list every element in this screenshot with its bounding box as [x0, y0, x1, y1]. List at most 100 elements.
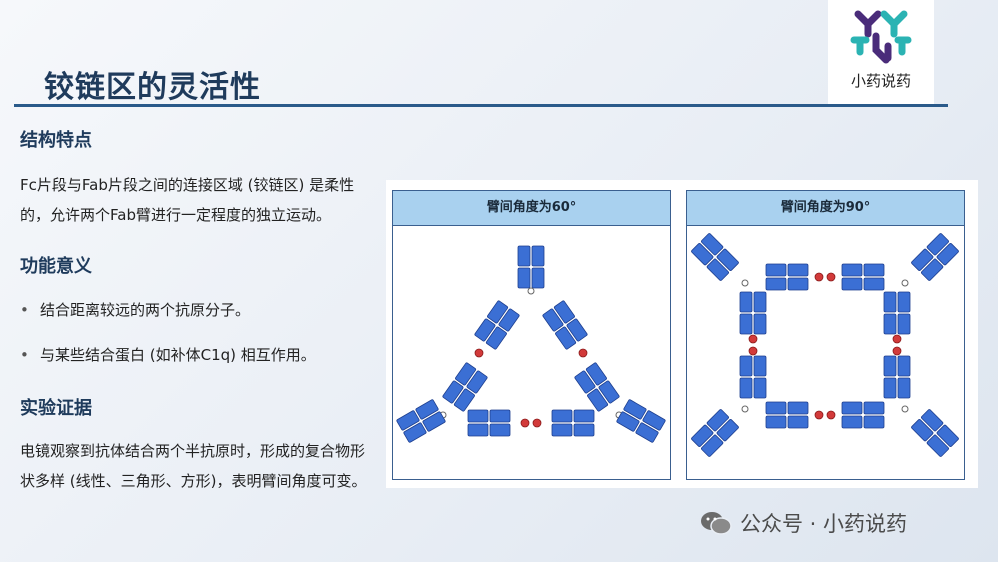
ig-domain — [787, 277, 809, 291]
fab-arm — [765, 263, 809, 291]
ig-domain — [765, 263, 787, 277]
list-item: •与某些结合蛋白 (如补体C1q) 相互作用。 — [20, 346, 316, 364]
hinge — [527, 287, 535, 295]
hinge — [741, 405, 749, 413]
logo-icon — [850, 10, 912, 64]
ig-domain — [787, 401, 809, 415]
fab-arm — [691, 409, 739, 457]
hapten-dot — [578, 348, 588, 358]
fab-arm — [765, 401, 809, 429]
watermark: 公众号 · 小药说药 — [700, 508, 907, 538]
ig-domain — [403, 422, 427, 443]
ig-domain — [897, 355, 911, 377]
ig-domain — [841, 277, 863, 291]
ig-domain — [739, 377, 753, 399]
ig-domain — [897, 291, 911, 313]
ig-domain — [841, 401, 863, 415]
ig-domain — [701, 434, 724, 457]
fab-arm — [467, 409, 511, 437]
ig-domain — [926, 233, 949, 256]
ig-domain — [716, 248, 739, 271]
ig-domain — [936, 424, 959, 447]
ig-domain — [517, 245, 531, 267]
bullet-text: 结合距离较远的两个抗原分子。 — [40, 301, 251, 319]
ig-domain — [573, 409, 595, 423]
fab-arm — [396, 399, 446, 443]
ig-domain — [739, 291, 753, 313]
ig-domain — [485, 326, 507, 350]
hapten-dot — [826, 272, 836, 282]
hinge — [901, 405, 909, 413]
ig-domain — [753, 377, 767, 399]
ig-domain — [587, 388, 609, 412]
ig-domain — [467, 409, 489, 423]
hapten-dot — [826, 410, 836, 420]
panel-90-degree: 臂间角度为90° — [686, 190, 965, 480]
hapten-dot — [814, 410, 824, 420]
bullet-text: 与某些结合蛋白 (如补体C1q) 相互作用。 — [40, 346, 316, 364]
fab-arm — [739, 355, 767, 399]
ig-domain — [841, 415, 863, 429]
hapten-dot — [532, 418, 542, 428]
ig-domain — [442, 380, 464, 404]
ig-domain — [598, 380, 620, 404]
watermark-text: 公众号 · 小药说药 — [740, 512, 908, 536]
fab-arm — [739, 291, 767, 335]
ig-domain — [765, 415, 787, 429]
ig-domain — [489, 423, 511, 437]
wechat-icon — [701, 512, 732, 535]
ig-domain — [753, 313, 767, 335]
fab-arm — [883, 291, 911, 335]
ig-domain — [474, 318, 496, 342]
fab-arm — [911, 409, 959, 457]
hapten-dot — [474, 348, 484, 358]
ig-domain — [585, 362, 607, 386]
ig-domain — [616, 411, 640, 432]
ig-domain — [706, 409, 729, 432]
ig-domain — [921, 409, 944, 432]
ig-domain — [739, 355, 753, 377]
ig-domain — [396, 410, 420, 431]
fab-arm — [616, 399, 666, 443]
ig-domain — [863, 263, 885, 277]
section-heading-function: 功能意义 — [20, 256, 92, 277]
panel-header: 臂间角度为60° — [393, 191, 670, 226]
hinge — [741, 279, 749, 287]
ig-domain — [863, 415, 885, 429]
ig-domain — [787, 415, 809, 429]
ig-domain — [573, 423, 595, 437]
ig-domain — [531, 267, 545, 289]
fab-arm — [574, 362, 620, 412]
ig-domain — [531, 245, 545, 267]
ig-domain — [863, 401, 885, 415]
ig-domain — [921, 258, 944, 281]
fab-arm — [551, 409, 595, 437]
evidence-text: 电镜观察到抗体结合两个半抗原时，形成的复合物形状多样 (线性、三角形、方形)，表… — [20, 442, 367, 490]
antibody-figure: 臂间角度为60° 臂间角度为90° — [386, 180, 978, 488]
logo-text: 小药说药 — [850, 72, 911, 90]
section-heading-structure: 结构特点 — [20, 130, 92, 151]
ig-domain — [422, 411, 446, 432]
ig-domain — [455, 362, 477, 386]
ig-domain — [926, 434, 949, 457]
fab-arm — [911, 233, 959, 281]
ig-domain — [739, 313, 753, 335]
ig-domain — [489, 409, 511, 423]
ig-domain — [553, 300, 575, 324]
ig-domain — [453, 388, 475, 412]
logo: 小药说药 — [828, 0, 934, 104]
fab-arm — [442, 362, 488, 412]
ig-domain — [936, 243, 959, 266]
ig-domain — [753, 355, 767, 377]
ig-domain — [566, 318, 588, 342]
triangle-complex-diagram — [396, 245, 666, 443]
ig-domain — [863, 277, 885, 291]
ig-domain — [642, 410, 666, 431]
ig-domain — [765, 401, 787, 415]
hapten-dot — [520, 418, 530, 428]
ig-domain — [883, 355, 897, 377]
ig-domain — [517, 267, 531, 289]
ig-domain — [466, 370, 488, 394]
hinge — [901, 279, 909, 287]
ig-domain — [691, 424, 714, 447]
